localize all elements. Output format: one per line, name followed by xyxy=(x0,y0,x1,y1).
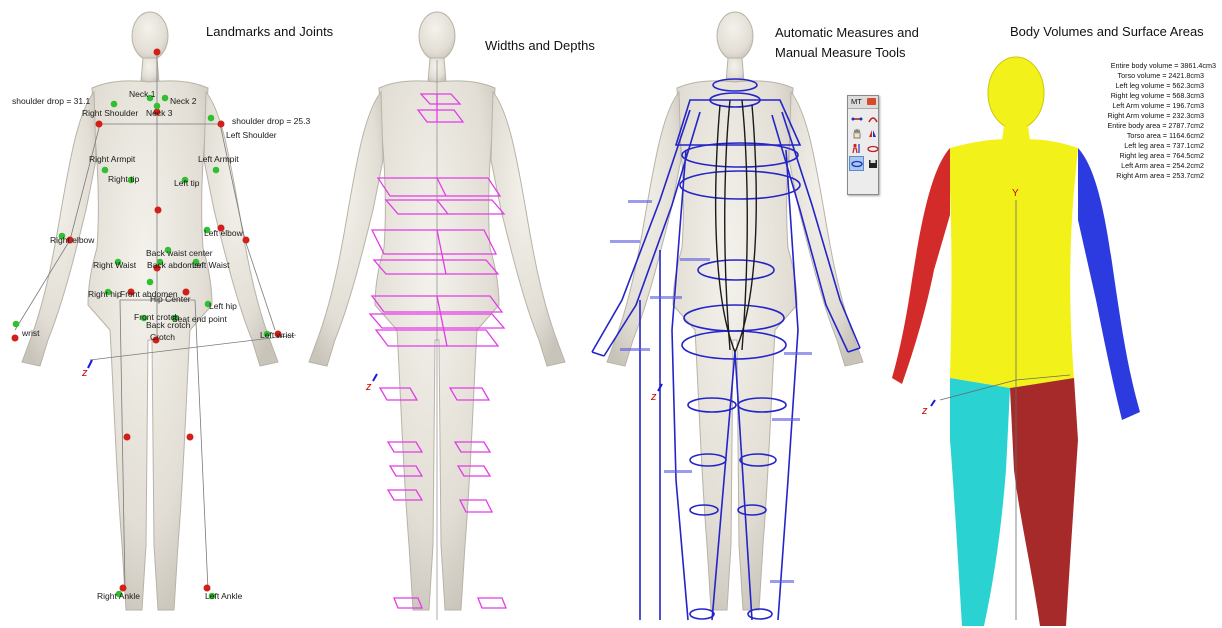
neck-segment xyxy=(1002,126,1030,140)
head-segment xyxy=(988,57,1044,129)
label-right-elbow: Right elbow xyxy=(50,235,95,245)
label-right-tip: Right tip xyxy=(108,174,139,184)
label-right-hip: Right hip xyxy=(88,289,122,299)
body-model xyxy=(607,12,863,610)
palette-title: MT xyxy=(851,97,862,106)
axis-z-label: z xyxy=(650,391,657,403)
label-neck-2: Neck 2 xyxy=(170,96,197,106)
left-leg-segment xyxy=(1010,378,1078,626)
label-neck-3: Neck 3 xyxy=(146,108,173,118)
palette-titlebar[interactable]: MT xyxy=(848,96,878,109)
label-right-armpit: Right Armpit xyxy=(89,154,136,164)
volume-stats: Entire body volume = 3861.4cm3 Torso vol… xyxy=(1108,61,1217,180)
label-hip-center: Hip Center xyxy=(150,294,191,304)
label-left-elbow: Left elbow xyxy=(204,228,244,238)
stat-line: Torso volume = 2421.8cm3 xyxy=(1118,71,1205,80)
hand-tool-icon[interactable] xyxy=(850,127,863,140)
label-seat-end-point: Seat end point xyxy=(172,314,227,324)
ellipse-tool-icon[interactable] xyxy=(866,142,879,155)
axis-gizmo: z xyxy=(81,360,92,379)
label-left-shoulder: Left Shoulder xyxy=(226,130,277,140)
label-left-armpit: Left Armpit xyxy=(198,154,239,164)
panel-title-line2: Manual Measure Tools xyxy=(775,45,906,60)
label-left-hip: Left hip xyxy=(209,301,237,311)
axis-gizmo: z xyxy=(365,374,377,393)
stat-line: Right Arm volume = 232.3cm3 xyxy=(1108,111,1204,120)
panel-title: Landmarks and Joints xyxy=(206,24,334,39)
torso-segment xyxy=(950,139,1078,388)
stat-line: Left Arm area = 254.2cm2 xyxy=(1121,161,1204,170)
save-icon[interactable] xyxy=(866,157,879,170)
label-left-waist: Left Waist xyxy=(192,260,230,270)
panel-title: Body Volumes and Surface Areas xyxy=(1010,24,1204,39)
stat-line: Right leg area = 764.5cm2 xyxy=(1119,151,1204,160)
close-icon[interactable] xyxy=(867,98,876,105)
stat-line: Torso area = 1164.6cm2 xyxy=(1127,131,1204,140)
right-arm-segment xyxy=(892,148,950,384)
label-back-waist-center: Back waist center xyxy=(146,248,213,258)
figure-tool-icon[interactable] xyxy=(850,142,863,155)
measure-tools-palette[interactable]: MT xyxy=(847,95,879,195)
left-arm-segment xyxy=(1078,148,1140,420)
axis-y-label: Y xyxy=(1012,188,1019,199)
label-right-waist: Right Waist xyxy=(93,260,137,270)
label-left-wrist: Left wrist xyxy=(260,330,295,340)
panel-title-line1: Automatic Measures and xyxy=(775,25,919,40)
label-right-shoulder: Right Shoulder xyxy=(82,108,138,118)
panel-title: Widths and Depths xyxy=(485,38,595,53)
arc-tool-icon[interactable] xyxy=(866,112,879,125)
label-left-ankle: Left Ankle xyxy=(205,591,243,601)
label-right-wrist: wrist xyxy=(21,328,40,338)
widths-depths-panel: Widths and Depths xyxy=(309,12,595,620)
stat-line: Right leg volume = 568.3cm3 xyxy=(1111,91,1204,100)
stat-line: Left leg area = 737.1cm2 xyxy=(1124,141,1204,150)
label-shoulder-drop-left: shoulder drop = 25.3 xyxy=(232,116,310,126)
label-right-ankle: Right Ankle xyxy=(97,591,140,601)
axis-z-label: z xyxy=(81,367,88,379)
ruler-tool-icon[interactable] xyxy=(850,112,863,125)
label-left-tip: Left tip xyxy=(174,178,200,188)
stat-line: Left leg volume = 562.3cm3 xyxy=(1116,81,1205,90)
label-neck-1: Neck 1 xyxy=(129,89,156,99)
axis-z-label: z xyxy=(365,381,372,393)
slice-tool-icon[interactable] xyxy=(850,157,863,170)
flip-tool-icon[interactable] xyxy=(866,127,879,140)
axis-z-label: z xyxy=(921,405,928,417)
stat-line: Entire body area = 2787.7cm2 xyxy=(1108,121,1205,130)
landmarks-panel: Landmarks and Joints xyxy=(12,12,334,610)
stat-line: Entire body volume = 3861.4cm3 xyxy=(1111,61,1216,70)
label-crotch: Crotch xyxy=(150,332,175,342)
stat-line: Right Arm area = 253.7cm2 xyxy=(1116,171,1204,180)
label-shoulder-drop-right: shoulder drop = 31.1 xyxy=(12,96,90,106)
right-leg-segment xyxy=(950,378,1010,626)
stat-line: Left Arm volume = 196.7cm3 xyxy=(1112,101,1204,110)
volumes-panel: Body Volumes and Surface Areas z Y Entir… xyxy=(892,24,1216,626)
